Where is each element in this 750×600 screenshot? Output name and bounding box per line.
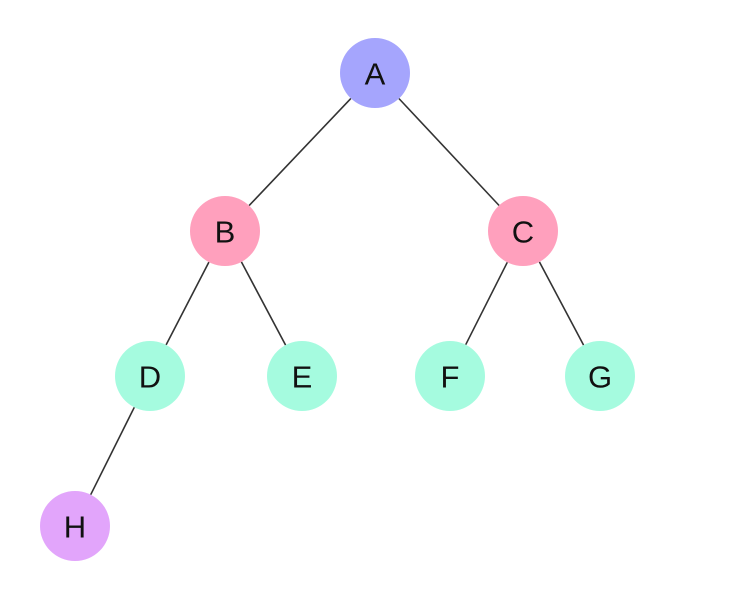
node-label-e: E <box>292 360 313 395</box>
edges-layer <box>89 97 585 496</box>
edge-a-b <box>248 97 352 207</box>
node-g: G <box>565 341 635 411</box>
node-c: C <box>488 196 558 266</box>
nodes-layer: A B C D E F G H <box>40 38 635 561</box>
node-label-g: G <box>588 360 612 395</box>
edge-c-g <box>538 261 585 346</box>
node-f: F <box>415 341 485 411</box>
node-circle-g <box>565 341 635 411</box>
edge-b-e <box>240 261 287 346</box>
edge-d-h <box>89 406 136 496</box>
node-h: H <box>40 491 110 561</box>
node-d: D <box>115 341 185 411</box>
node-circle-e <box>267 341 337 411</box>
edge-a-c <box>398 97 500 207</box>
node-label-c: C <box>512 215 534 250</box>
node-circle-d <box>115 341 185 411</box>
node-label-b: B <box>215 215 236 250</box>
node-a: A <box>340 38 410 108</box>
node-b: B <box>190 196 260 266</box>
node-circle-b <box>190 196 260 266</box>
edge-b-d <box>165 261 210 346</box>
node-e: E <box>267 341 337 411</box>
node-circle-c <box>488 196 558 266</box>
node-label-h: H <box>64 510 86 545</box>
node-label-f: F <box>441 360 460 395</box>
node-circle-f <box>415 341 485 411</box>
node-label-d: D <box>139 360 161 395</box>
node-circle-h <box>40 491 110 561</box>
node-label-a: A <box>365 57 386 92</box>
edge-c-f <box>464 261 509 346</box>
node-circle-a <box>340 38 410 108</box>
